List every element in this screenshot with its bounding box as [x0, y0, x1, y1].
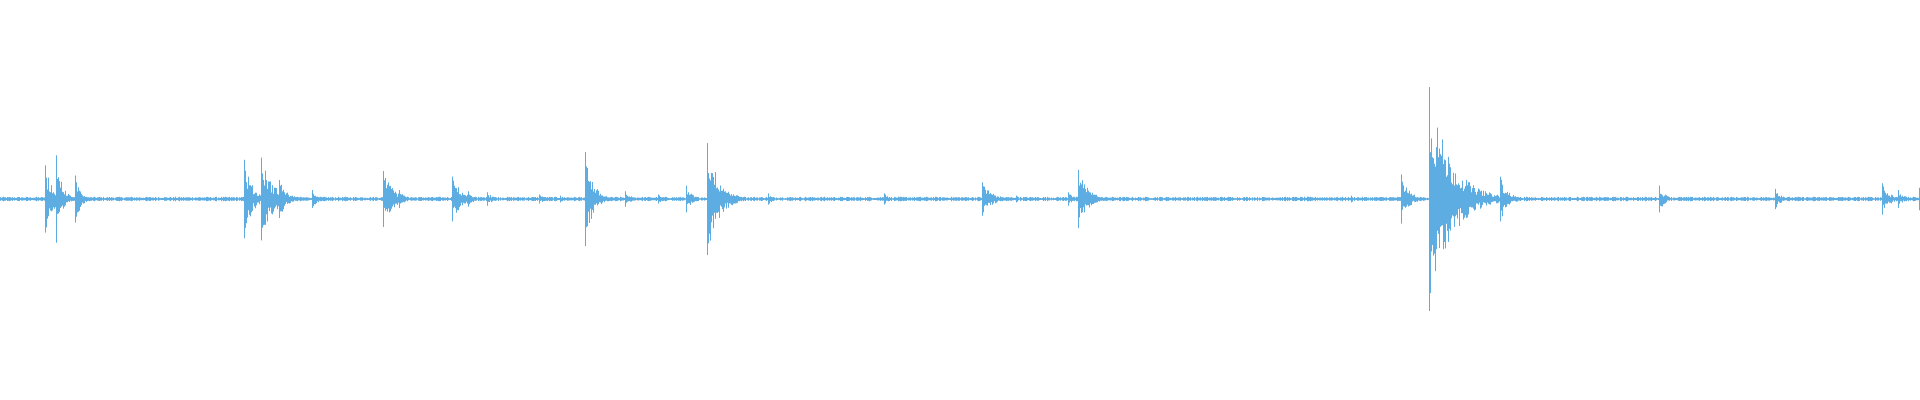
waveform-events: [45, 87, 1920, 311]
waveform-event-14: [585, 152, 610, 246]
waveform-event-17: [686, 185, 698, 213]
waveform-event-6: [312, 190, 322, 208]
waveform-event-29: [1500, 176, 1519, 222]
waveform-event-33: [1898, 190, 1906, 208]
waveform-event-18: [707, 143, 745, 255]
waveform-event-12: [539, 194, 547, 204]
waveform-event-21: [982, 182, 1005, 216]
waveform-event-16: [658, 194, 663, 204]
waveform-event-30: [1659, 185, 1672, 213]
waveform-event-24: [1078, 169, 1107, 229]
waveform-event-10: [468, 191, 477, 207]
waveform-event-11: [487, 192, 496, 206]
waveform-event-22: [1016, 195, 1019, 203]
waveform-event-15: [625, 191, 633, 207]
waveform-event-1: [56, 155, 75, 243]
waveform-event-31: [1775, 188, 1785, 210]
waveform-event-25: [1351, 195, 1355, 203]
waveform-event-28: [1466, 180, 1486, 218]
waveform-event-19: [768, 193, 773, 205]
waveform-event-13: [560, 195, 562, 203]
waveform-event-23: [1068, 192, 1074, 206]
waveform-event-26: [1401, 174, 1422, 224]
waveform-event-5: [279, 180, 298, 218]
waveform-event-2: [75, 175, 90, 223]
waveform-event-20: [884, 193, 890, 205]
waveform-event-8: [399, 190, 408, 208]
waveform-event-32: [1882, 183, 1900, 215]
